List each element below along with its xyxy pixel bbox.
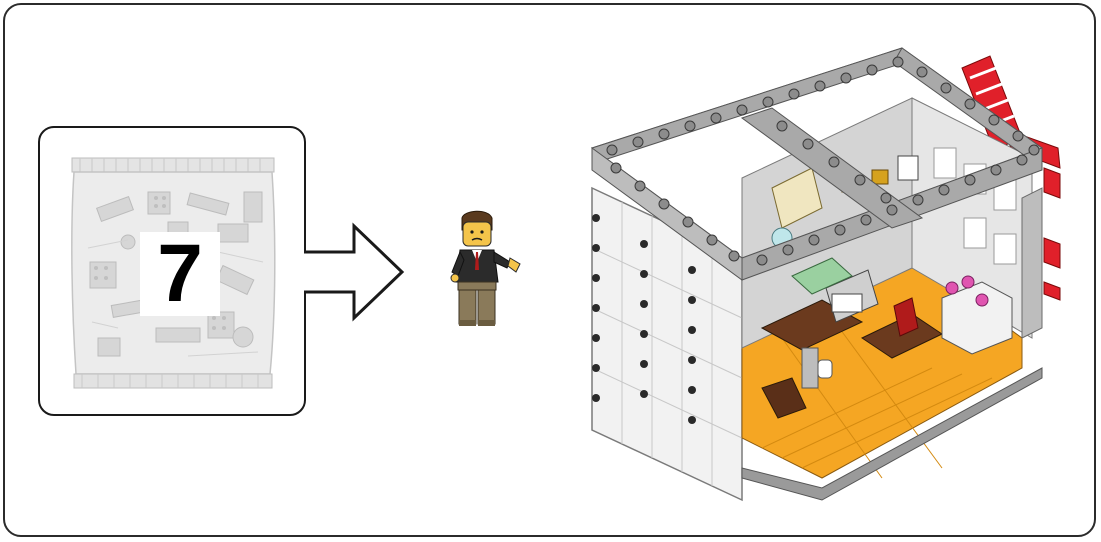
- newsroom-model-icon: [582, 38, 1066, 504]
- right-arrow-icon: [302, 222, 406, 322]
- minifigure-icon: [450, 210, 532, 330]
- parts-bag-callout: 7: [38, 126, 306, 416]
- bag-number: 7: [140, 232, 220, 316]
